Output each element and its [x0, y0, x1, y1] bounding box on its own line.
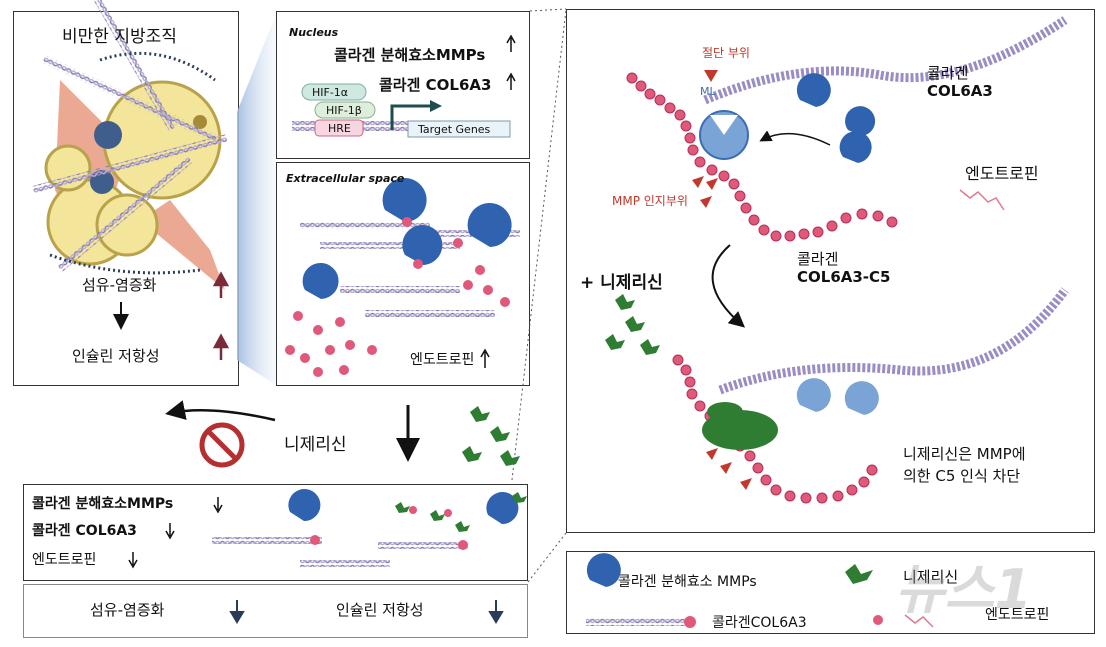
hif1a-label: HIF-1α: [312, 86, 349, 99]
legend-mmp: 콜라겐 분해효소 MMPs: [618, 574, 757, 590]
result-fibro: 섬유-염증화: [90, 601, 165, 619]
extracellular-endo: 엔도트로핀: [410, 352, 475, 368]
nigericin-clusters: [462, 406, 520, 466]
result-outcome-panel: [23, 584, 528, 638]
result-col: 콜라겐 COL6A3: [32, 523, 137, 539]
mechanism-illustration: [605, 16, 1069, 504]
nigericin-arrow-label: 니제리신: [284, 435, 347, 455]
col6a3-c5-label: COL6A3-C5: [797, 268, 891, 286]
collagen-label: 콜라겐: [927, 64, 969, 82]
nucleus-mmp-text: 콜라겐 분해효소MMPs: [334, 46, 486, 64]
nigericin-block-line2: 의한 C5 인식 차단: [903, 467, 1021, 485]
zoom-wedge: [237, 14, 276, 385]
legend-nigericin: 니제리신: [903, 568, 959, 586]
col6a3-label: COL6A3: [927, 82, 993, 100]
target-genes-label: Target Genes: [418, 123, 491, 136]
obese-tissue-title: 비만한 지방조직: [62, 27, 177, 47]
insulin-label: 인슐린 저항성: [72, 347, 160, 365]
up-arrow-fibro: [212, 271, 230, 298]
hif1b-label: HIF-1β: [326, 104, 362, 117]
legend-col: 콜라겐COL6A3: [712, 615, 807, 631]
adipose-tissue-illustration: [32, 0, 228, 290]
result-panel: [23, 484, 528, 581]
result-illustration: [212, 489, 527, 567]
nigericin-block-line1: 니제리신은 MMP에: [903, 445, 1026, 463]
hre-label: HRE: [328, 122, 351, 135]
nucleus-col-text: 콜라겐 COL6A3: [379, 76, 492, 94]
extracellular-label: Extracellular space: [286, 172, 405, 185]
mechanism-endo-label: 엔도트로핀: [965, 164, 1039, 183]
fibro-label: 섬유-염증화: [82, 276, 157, 294]
extracellular-illustration: [285, 178, 520, 377]
prohibited-icon: [199, 422, 245, 468]
up-arrow-insulin: [212, 333, 230, 360]
nucleus-dna: [292, 83, 511, 138]
legend-icons: [586, 553, 934, 628]
result-insulin: 인슐린 저항성: [336, 601, 424, 619]
ml-label: ML: [700, 85, 716, 98]
cleavage-site-label: 절단 부위: [702, 46, 750, 60]
watermark: 뉴스1: [895, 558, 1032, 621]
legend-endo: 엔도트로핀: [985, 607, 1050, 623]
collagen-label-2: 콜라겐: [797, 250, 839, 268]
mmp-site-label: MMP 인지부위: [612, 194, 688, 208]
result-endo: 엔도트로핀: [32, 552, 97, 568]
result-mmp: 콜라겐 분해효소MMPs: [32, 496, 174, 512]
nucleus-label: Nucleus: [289, 26, 339, 39]
plus-nigericin-label: + 니제리신: [580, 273, 663, 293]
